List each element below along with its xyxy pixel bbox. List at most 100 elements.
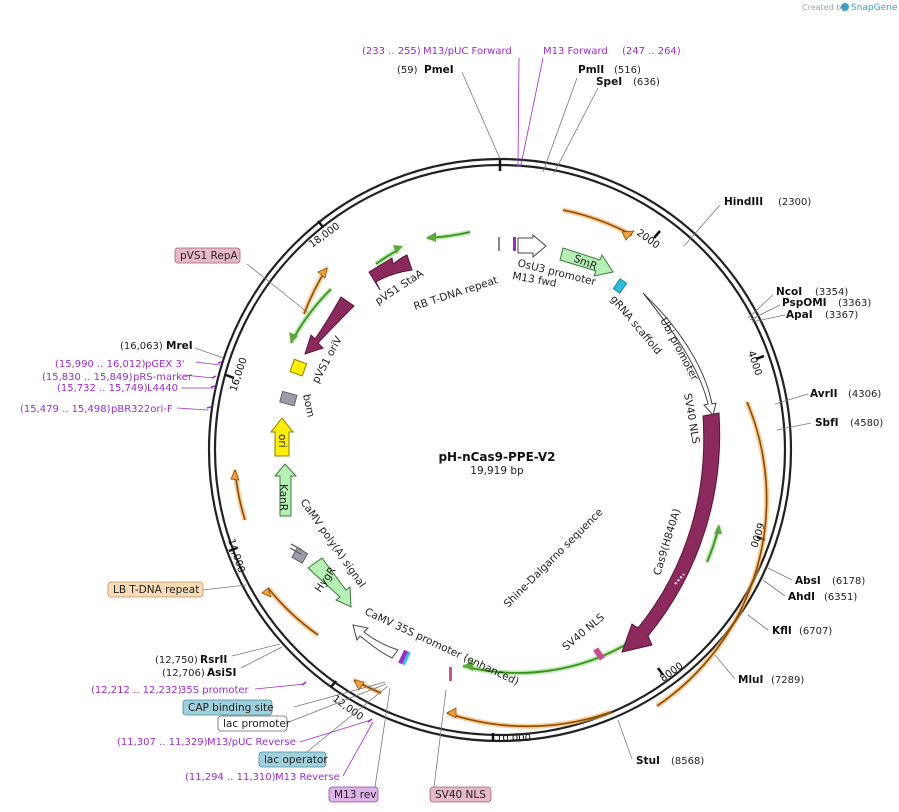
site-pos: (16,063) <box>120 341 163 352</box>
tick-label: 8000 <box>658 661 685 685</box>
pvs1-repa-box <box>174 247 241 264</box>
site-name: MluI <box>738 674 763 686</box>
cds-arrowheads <box>289 232 722 671</box>
plasmid-size: 19,919 bp <box>470 465 524 477</box>
osu3-promoter-feature <box>517 233 547 259</box>
hygr-feature <box>307 557 352 608</box>
site-pos: (6351) <box>824 592 857 603</box>
feature-label: Ubi promoter <box>657 316 700 383</box>
rb-tdna-marker <box>498 237 500 251</box>
site-name: AhdI <box>788 591 815 603</box>
tick-label: 2000 <box>634 228 661 252</box>
primer-pos: (247 .. 264) <box>622 46 681 57</box>
lb-tdna-marker <box>290 543 303 551</box>
plasmid-name: pH-nCas9-PPE-V2 <box>438 450 555 464</box>
ubi-promoter-feature <box>642 292 717 417</box>
grna-scaffold-feature <box>612 278 628 294</box>
feature-label: CAP binding site <box>188 702 274 714</box>
primer-pos: (15,990 .. 16,012) <box>55 359 146 370</box>
camv-35s-feature <box>352 624 399 659</box>
primer-marks <box>206 165 521 723</box>
site-name: AvrII <box>810 388 838 400</box>
primer-pos: (233 .. 255) <box>362 46 421 57</box>
feature-label: SV40 NLS <box>681 392 702 445</box>
m13-rev-box <box>328 786 379 803</box>
site-name: RsrII <box>200 654 227 666</box>
feature-label: SV40 NLS <box>560 611 607 653</box>
primer-name: pBR322ori-F <box>111 404 173 415</box>
bom-feature <box>279 390 298 407</box>
site-pos: (8568) <box>671 756 704 767</box>
smr-feature <box>559 247 614 277</box>
snapgene-logo-icon <box>841 3 849 11</box>
feature-label: SV40 NLS <box>435 789 486 801</box>
site-name: PmlI <box>578 64 604 76</box>
primer-name: M13/pUC Forward <box>423 46 512 57</box>
site-pos: (12,750) <box>155 655 198 666</box>
oriv-yellow-marker <box>289 358 308 377</box>
primer-leaders <box>176 57 544 777</box>
primer-name: 35S promoter <box>180 685 250 696</box>
primer-name: L4440 <box>147 383 178 394</box>
site-pos: (3354) <box>815 287 848 298</box>
site-pos: (636) <box>633 77 660 88</box>
cap-binding-box <box>182 699 273 716</box>
feature-label: SmR <box>572 253 599 273</box>
feature-label: M13 rev <box>334 789 377 801</box>
site-pos: (3367) <box>825 310 858 321</box>
lac-promoter-box <box>217 715 288 732</box>
site-name: PspOMI <box>782 297 827 309</box>
ori-feature <box>269 417 295 457</box>
feature-label: lac promoter <box>223 718 291 730</box>
primer-name: pGEX 3' <box>145 359 185 370</box>
site-name: SpeI <box>596 76 622 88</box>
feature-label: gRNA scaffold <box>608 293 664 357</box>
site-pos: (59) <box>397 65 418 76</box>
site-name: KflI <box>772 625 792 637</box>
site-name: ApaI <box>786 309 813 321</box>
feature-label: ori <box>276 434 288 448</box>
tick-label: 4000 <box>745 350 763 378</box>
feature-label: pVS1 RepA <box>180 250 238 262</box>
site-name: StuI <box>636 755 660 767</box>
primer-name: pRS-marker <box>133 372 193 383</box>
kanr-feature <box>273 463 298 517</box>
sv40-nls-box <box>429 786 492 803</box>
site-pos: (4580) <box>850 418 883 429</box>
site-name: AsiSI <box>207 667 236 679</box>
primer-name: M13 Forward <box>543 46 608 57</box>
pvs1-oriv-feature <box>304 296 355 355</box>
site-name: MreI <box>166 340 193 352</box>
sv40-nls-marker <box>593 647 605 661</box>
feature-label: Shine-Dalgarno sequence <box>502 506 606 610</box>
site-pos: (3363) <box>838 298 871 309</box>
primer-pos: (11,307 .. 11,329) <box>117 737 208 748</box>
credit-prefix: Created by <box>802 3 846 12</box>
site-pos: (7289) <box>771 675 804 686</box>
site-name: SbfI <box>815 417 839 429</box>
site-name: NcoI <box>776 286 802 298</box>
primer-pos: (15,479 .. 15,498) <box>20 404 111 415</box>
site-pos: (4306) <box>848 389 881 400</box>
lac-operator-box <box>258 751 327 768</box>
lb-tdna-box <box>107 581 204 598</box>
sv40-nls-marker-bottom <box>449 667 452 681</box>
primer-pos: (15,830 .. 15,849) <box>42 372 133 383</box>
feature-label: LB T-DNA repeat <box>113 584 199 596</box>
leader-lines <box>194 71 812 788</box>
feature-label: KanR <box>277 484 289 511</box>
primer-pos: (11,294 .. 11,310) <box>185 772 276 783</box>
lac-cluster-marker <box>398 649 409 665</box>
site-pos: (516) <box>614 65 641 76</box>
primer-pos: (12,212 .. 12,232) <box>91 685 182 696</box>
m13-fwd-marker <box>513 237 516 251</box>
misc-feature-arrowheads <box>230 230 635 719</box>
primer-name: M13/pUC Reverse <box>207 737 296 748</box>
site-pos: (2300) <box>778 197 811 208</box>
site-name: HindIII <box>724 196 763 208</box>
primer-pos: (15,732 .. 15,749) <box>57 383 148 394</box>
site-pos: (6178) <box>832 576 865 587</box>
feature-label: bom <box>300 393 317 418</box>
site-name: AbsI <box>795 575 821 587</box>
feature-label: lac operator <box>264 754 328 766</box>
